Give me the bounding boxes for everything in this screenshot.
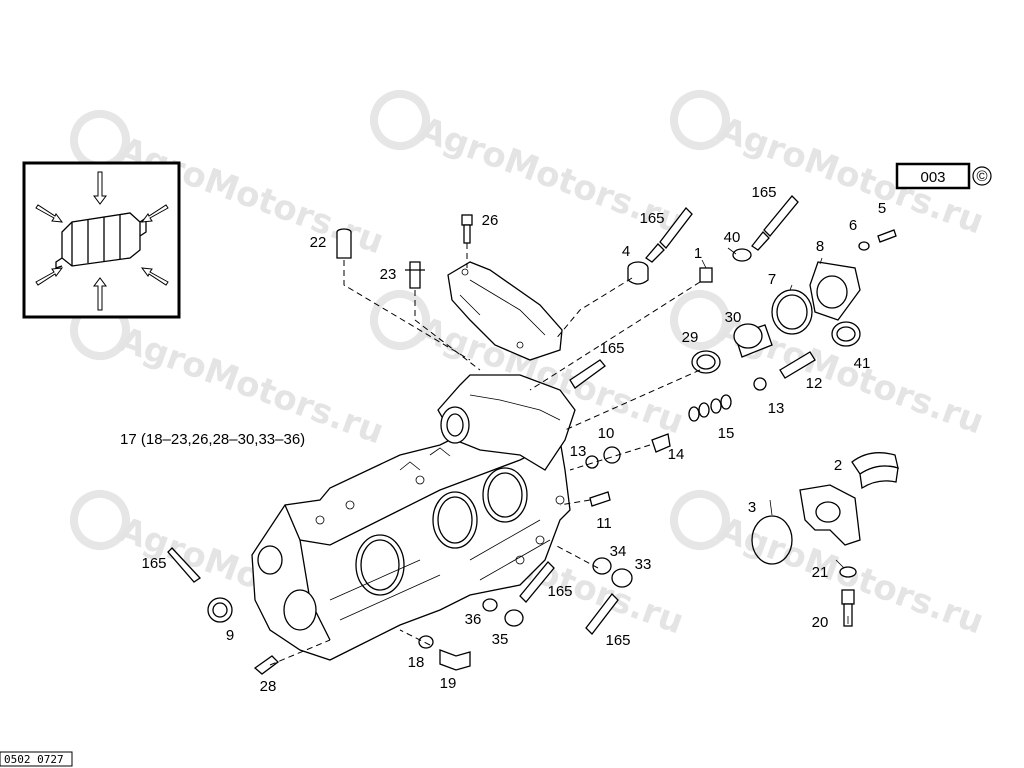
callout-labels: 22 23 26 165 4 1 40 165 7 8 6 5 29 30 16… [120,184,886,695]
bearing-shell-2 [851,452,899,490]
crankcase-block [251,409,571,661]
plug-35 [504,609,524,627]
washer-6 [858,241,870,251]
callout-6: 6 [849,217,857,234]
callout-8: 8 [816,238,824,255]
callout-18: 18 [408,654,425,671]
callout-12: 12 [806,375,823,392]
callout-28: 28 [260,678,277,695]
callout-13: 13 [570,443,587,460]
stud-12 [779,351,816,379]
callout-35: 35 [492,631,509,648]
callout-33: 33 [635,556,652,573]
callout-14: 14 [668,446,685,463]
pin-23 [405,261,425,289]
plug-14 [651,433,671,453]
bolt-19 [439,649,471,671]
seal-34 [592,557,612,575]
cylinder-bore [482,467,528,523]
pin-22 [336,228,352,259]
callout-165: 165 [639,210,664,227]
copyright-mark: © [976,168,987,185]
callout-15: 15 [718,425,735,442]
cylinder-bore [283,589,317,631]
washer-21 [839,566,857,578]
seal-13 [753,377,767,391]
callout-29: 29 [682,329,699,346]
reference-box: 003 © [895,162,992,190]
sealant-tube [167,195,799,635]
callout-21: 21 [812,564,829,581]
plug-26 [461,214,473,244]
block-rear-housing [437,374,576,471]
top-cover [447,261,563,361]
callout-165: 165 [547,583,572,600]
callout-165: 165 [751,184,776,201]
callout-4: 4 [622,243,630,260]
plug-40 [732,248,752,262]
callout-165: 165 [605,632,630,649]
callout-36: 36 [465,611,482,628]
bushing-29 [691,350,721,374]
reference-number: 003 [920,169,945,186]
view-arrows-icon [35,171,169,311]
footer-code-text: 0502 0727 [4,753,64,766]
callout-7: 7 [768,271,776,288]
callout-165: 165 [141,555,166,572]
leader-lines [269,243,849,666]
callout-3: 3 [748,499,756,516]
callout-1: 1 [694,245,702,262]
washer-18 [418,635,434,649]
ring-9 [207,597,233,623]
callout-9: 9 [226,627,234,644]
bushing-41 [831,321,861,347]
pin-11 [589,491,611,507]
callout-23: 23 [380,266,397,283]
bearing-cap [799,484,861,546]
callout-165: 165 [599,340,624,357]
plug-4 [627,261,649,285]
bushing-30 [733,323,773,358]
cylinder-bore [432,491,478,549]
callout-26: 26 [482,212,499,229]
spring-15 [688,394,732,422]
circlip-3 [751,515,793,565]
callout-10: 10 [598,425,615,442]
callout-30: 30 [725,309,742,326]
callout-40: 40 [724,229,741,246]
bolt-20 [841,589,855,627]
callout-19: 19 [440,675,457,692]
bolt-1 [699,267,713,283]
callout-2: 2 [834,457,842,474]
assembly-label: 17 (18–23,26,28–30,33–36) [120,431,305,448]
callout-41: 41 [854,355,871,372]
seal-13b [585,455,599,469]
gasket-7 [771,289,813,335]
callout-13: 13 [768,400,785,417]
plug-28 [253,655,279,675]
callout-20: 20 [812,614,829,631]
orientation-inset [22,161,181,319]
footer-code: 0502 0727 [0,751,73,767]
callout-5: 5 [878,200,886,217]
cylinder-bore [355,534,405,596]
seal-36 [482,598,498,612]
plug-33 [611,568,633,588]
callout-22: 22 [310,234,327,251]
callout-11: 11 [596,515,612,532]
plug-10 [603,446,621,464]
callout-34: 34 [610,543,627,560]
flange-8 [809,261,861,321]
screw-5 [877,229,897,243]
